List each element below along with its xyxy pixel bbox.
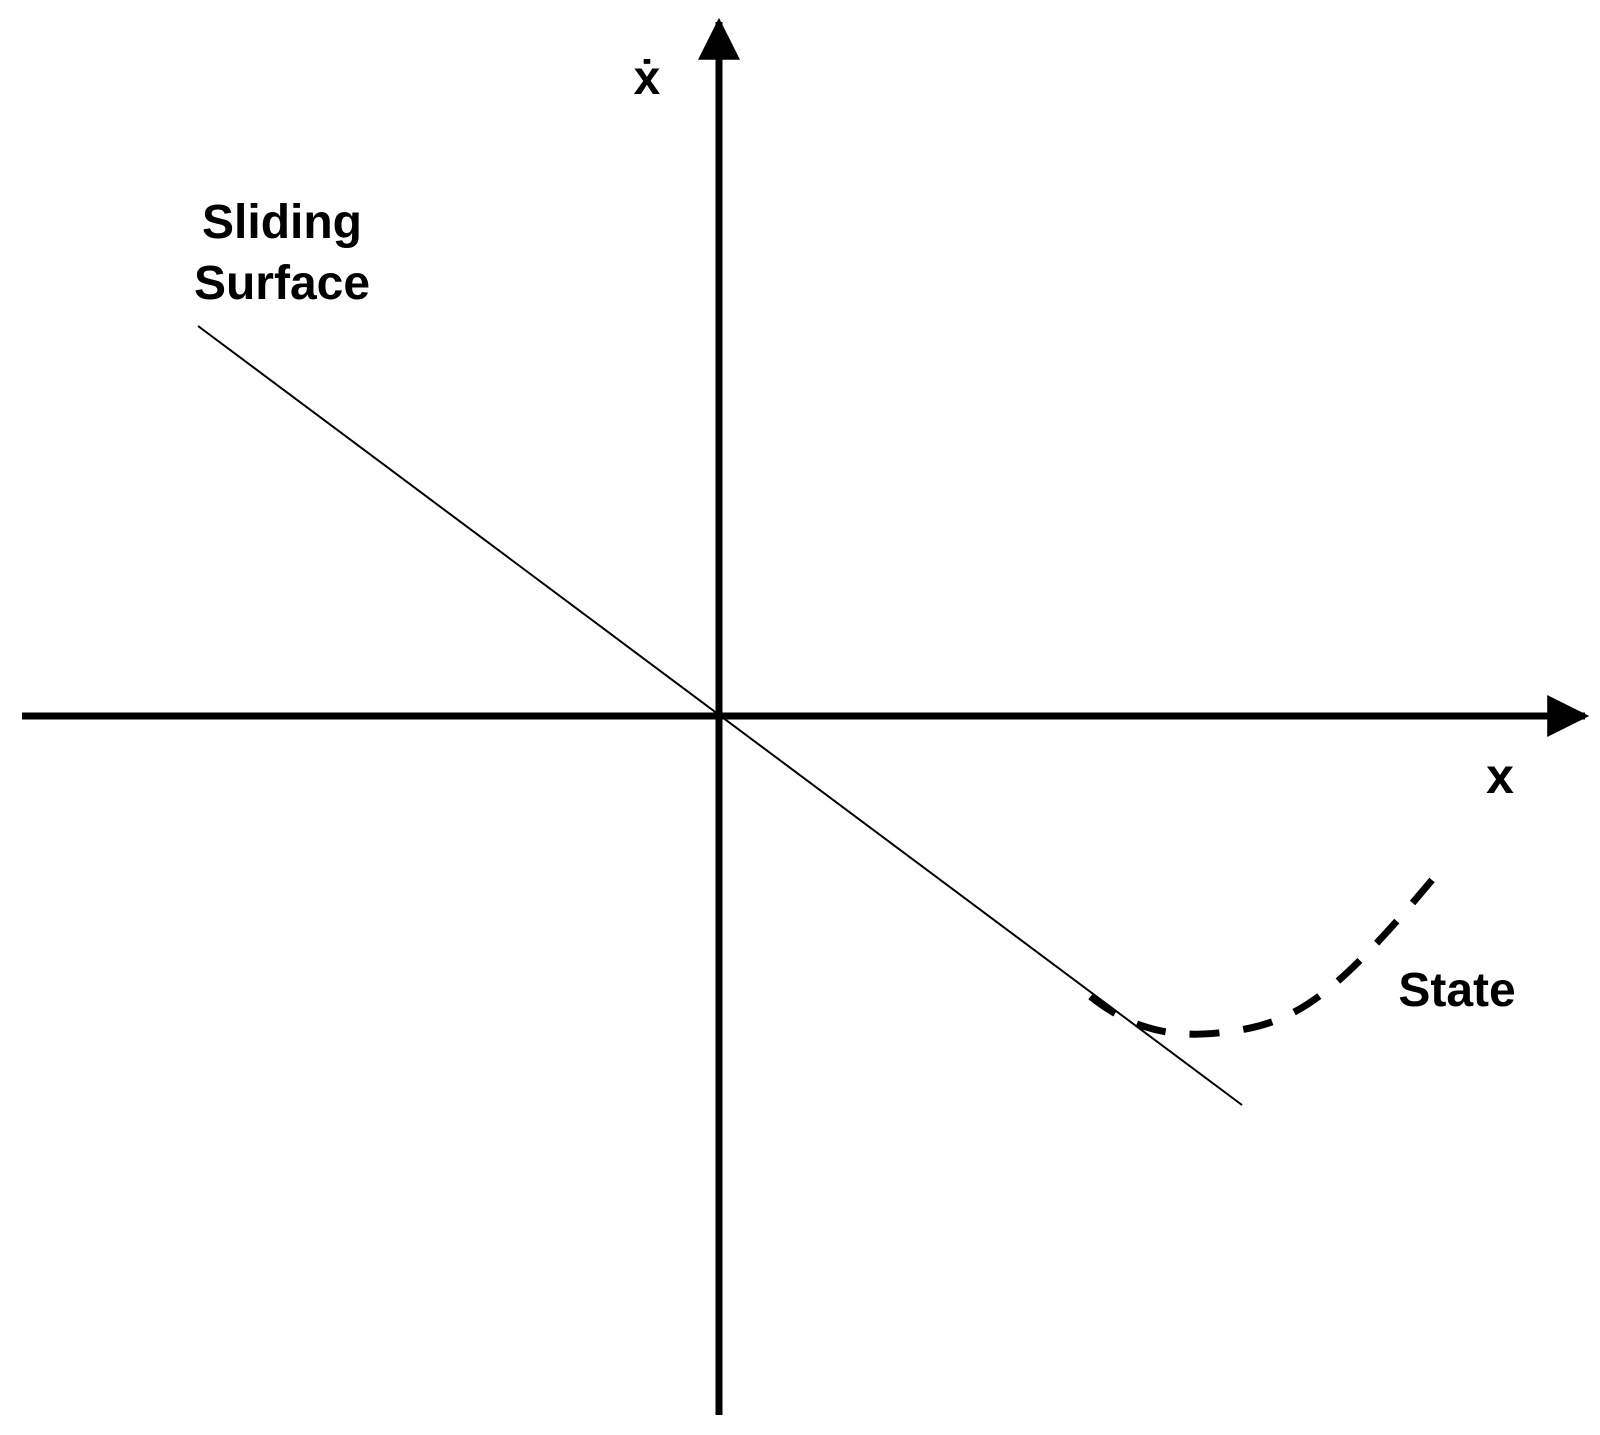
x-axis-label: x xyxy=(1486,748,1514,804)
state-label: State xyxy=(1398,964,1515,1017)
sliding-surface-label-line2: Surface xyxy=(194,257,370,310)
sliding-surface-label-line1: Sliding xyxy=(202,196,362,249)
y-axis-label: ẋ xyxy=(634,52,661,105)
sliding-surface-line xyxy=(197,325,1243,1106)
state-trajectory-curve xyxy=(1072,877,1435,1038)
